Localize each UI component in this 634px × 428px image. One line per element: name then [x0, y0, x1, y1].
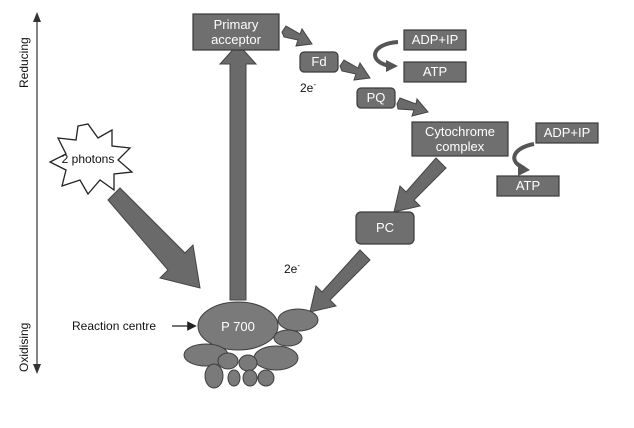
antenna-pigment-1 — [277, 308, 319, 332]
reaction-centre-cluster — [183, 301, 319, 389]
arrow-p700-to-primary-acceptor — [218, 43, 258, 301]
pq-label: PQ — [367, 90, 386, 105]
photons-label: 2 photons — [62, 152, 115, 166]
pc-box — [355, 211, 415, 245]
axis-label-reducing: Reducing — [17, 37, 31, 88]
antenna-pigment-2 — [273, 329, 303, 347]
arrow-fd-to-pq — [339, 59, 371, 81]
photon-burst-star — [48, 123, 134, 196]
arrow-primary-to-fd — [281, 25, 313, 47]
primary-acceptor-line2: acceptor — [211, 32, 262, 47]
electrons-label-top: 2e- — [300, 80, 316, 95]
antenna-pigment-10 — [257, 369, 275, 387]
cytochrome-line1: Cytochrome — [425, 124, 495, 139]
primary-acceptor-line1: Primary — [214, 17, 259, 32]
electrons-label-mid: 2e- — [284, 261, 300, 276]
antenna-pigment-3 — [253, 345, 299, 371]
atp-right-label: ATP — [516, 178, 540, 193]
adp-top-label: ADP+IP — [412, 32, 459, 47]
redox-axis-bottom-arrowhead — [33, 364, 41, 374]
fd-box — [299, 51, 339, 73]
antenna-pigment-9 — [242, 369, 258, 387]
antenna-pigment-6 — [238, 354, 258, 372]
p700-label: P 700 — [221, 319, 255, 334]
pq-box — [356, 87, 396, 109]
curved-arrow-top-head — [386, 60, 398, 72]
curved-arrow-adp-to-atp-right — [512, 142, 535, 170]
antenna-pigment-7 — [204, 363, 224, 389]
axis-label-oxidising: Oxidising — [17, 323, 31, 372]
atp-top-box — [403, 61, 467, 83]
curved-arrow-right-head — [518, 162, 530, 176]
adp-right-box — [535, 122, 599, 144]
arrow-pq-to-cytochrome — [396, 97, 429, 117]
atp-top-label: ATP — [423, 64, 447, 79]
adp-top-box — [403, 29, 467, 51]
arrow-cytochrome-to-pc — [393, 157, 447, 213]
pc-label: PC — [376, 220, 394, 235]
p700-ellipse — [197, 301, 279, 351]
primary-acceptor-box — [192, 13, 280, 51]
reaction-centre-label: Reaction centre — [72, 319, 156, 333]
cytochrome-complex-box — [411, 121, 509, 157]
atp-right-box — [496, 175, 560, 197]
redox-axis-top-arrowhead — [33, 12, 41, 22]
arrow-pc-to-p700 — [309, 249, 371, 313]
fd-label: Fd — [311, 54, 326, 69]
cytochrome-line2: complex — [436, 139, 485, 154]
antenna-pigment-8 — [227, 369, 241, 387]
curved-arrow-adp-to-atp-top — [373, 40, 399, 68]
antenna-pigment-5 — [217, 352, 239, 370]
arrow-photons-to-p700 — [107, 187, 201, 289]
adp-right-label: ADP+IP — [544, 125, 591, 140]
